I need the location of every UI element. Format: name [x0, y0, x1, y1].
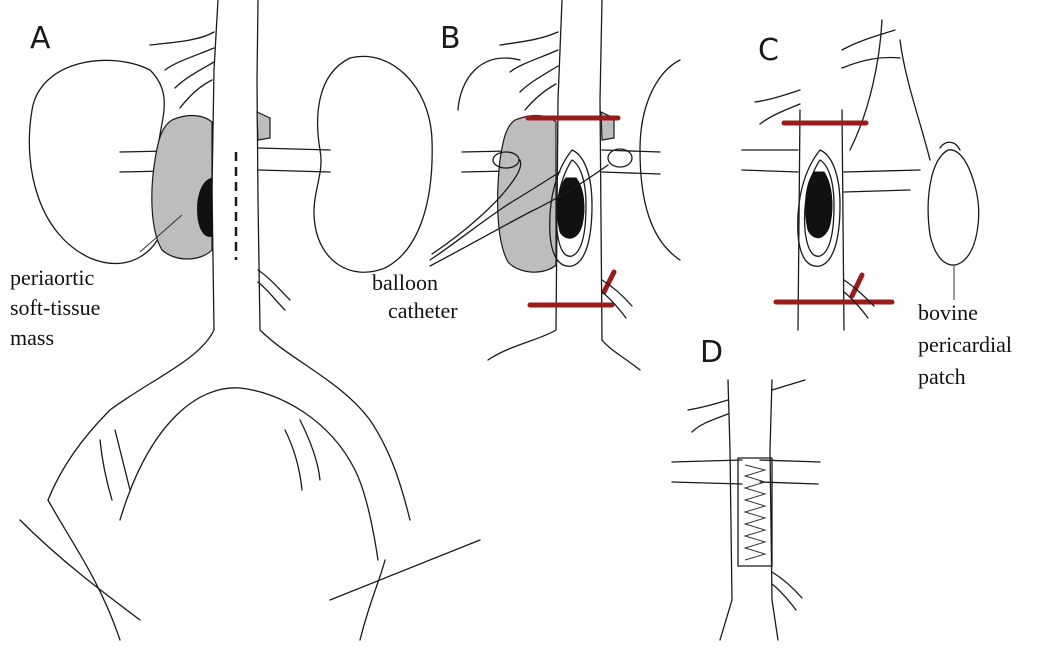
label-periaortic-1: periaortic [10, 265, 95, 290]
aortic-lesion-b [558, 178, 584, 238]
bovine-patch [928, 150, 978, 265]
iliac-a-outer-left [20, 500, 140, 640]
panel-b: B balloon cathet [372, 0, 680, 370]
renal-d [672, 460, 820, 484]
upper-branch-b4 [525, 84, 556, 110]
panel-label-a: A [30, 21, 51, 56]
label-balloon-2: catheter [388, 298, 458, 323]
left-kidney [29, 60, 165, 263]
upper-branch-d [688, 380, 805, 432]
aortic-lesion-c [806, 172, 832, 238]
label-bovine-1: bovine [918, 300, 978, 325]
upper-branch-b3 [520, 66, 558, 92]
right-kidney [314, 56, 432, 272]
right-renal-vessel [258, 148, 330, 172]
kidney-b-left [458, 58, 520, 110]
panel-d: D [672, 335, 820, 640]
sutured-patch [738, 458, 772, 566]
label-bovine-2: pericardial [918, 332, 1012, 357]
suture-line [745, 465, 765, 560]
periaortic-mass-b [498, 116, 556, 273]
panel-c: C bovine pericardial patch [742, 20, 1012, 389]
upper-branch-c1 [755, 90, 800, 124]
periaortic-mass-a-right [257, 112, 270, 140]
lower-branch-a [258, 270, 290, 310]
label-balloon-1: balloon [372, 270, 438, 295]
iliac-a-left [100, 430, 130, 500]
upper-branch-a3 [175, 62, 214, 88]
kidney-b-right [640, 60, 680, 260]
iliac-a-outer-right [330, 540, 480, 640]
iliac-a-right [285, 420, 320, 490]
upper-branch-b2 [510, 50, 558, 72]
balloon-b-right [608, 149, 632, 167]
label-bovine-3: patch [918, 364, 966, 389]
upper-branch-c2 [842, 30, 900, 68]
panel-label-d: D [700, 335, 723, 370]
lower-branch-d [772, 572, 802, 610]
aorta-c-right-wall [842, 110, 844, 330]
aorta-right-wall [257, 0, 410, 520]
panel-label-c: C [758, 33, 779, 68]
aorta-b-right-wall [600, 0, 640, 370]
upper-branch-a4 [180, 80, 212, 108]
aorta-d-left-wall [720, 380, 732, 640]
renal-c [742, 150, 920, 192]
aorta-d-right-wall [770, 380, 778, 640]
label-periaortic-3: mass [10, 325, 54, 350]
upper-branch-b1 [500, 32, 558, 45]
bovine-patch-fold [940, 142, 960, 150]
bifurcation-inner [120, 388, 378, 560]
panel-label-b: B [440, 21, 461, 56]
upper-branch-a1 [150, 32, 214, 45]
label-periaortic-2: soft-tissue [10, 295, 100, 320]
